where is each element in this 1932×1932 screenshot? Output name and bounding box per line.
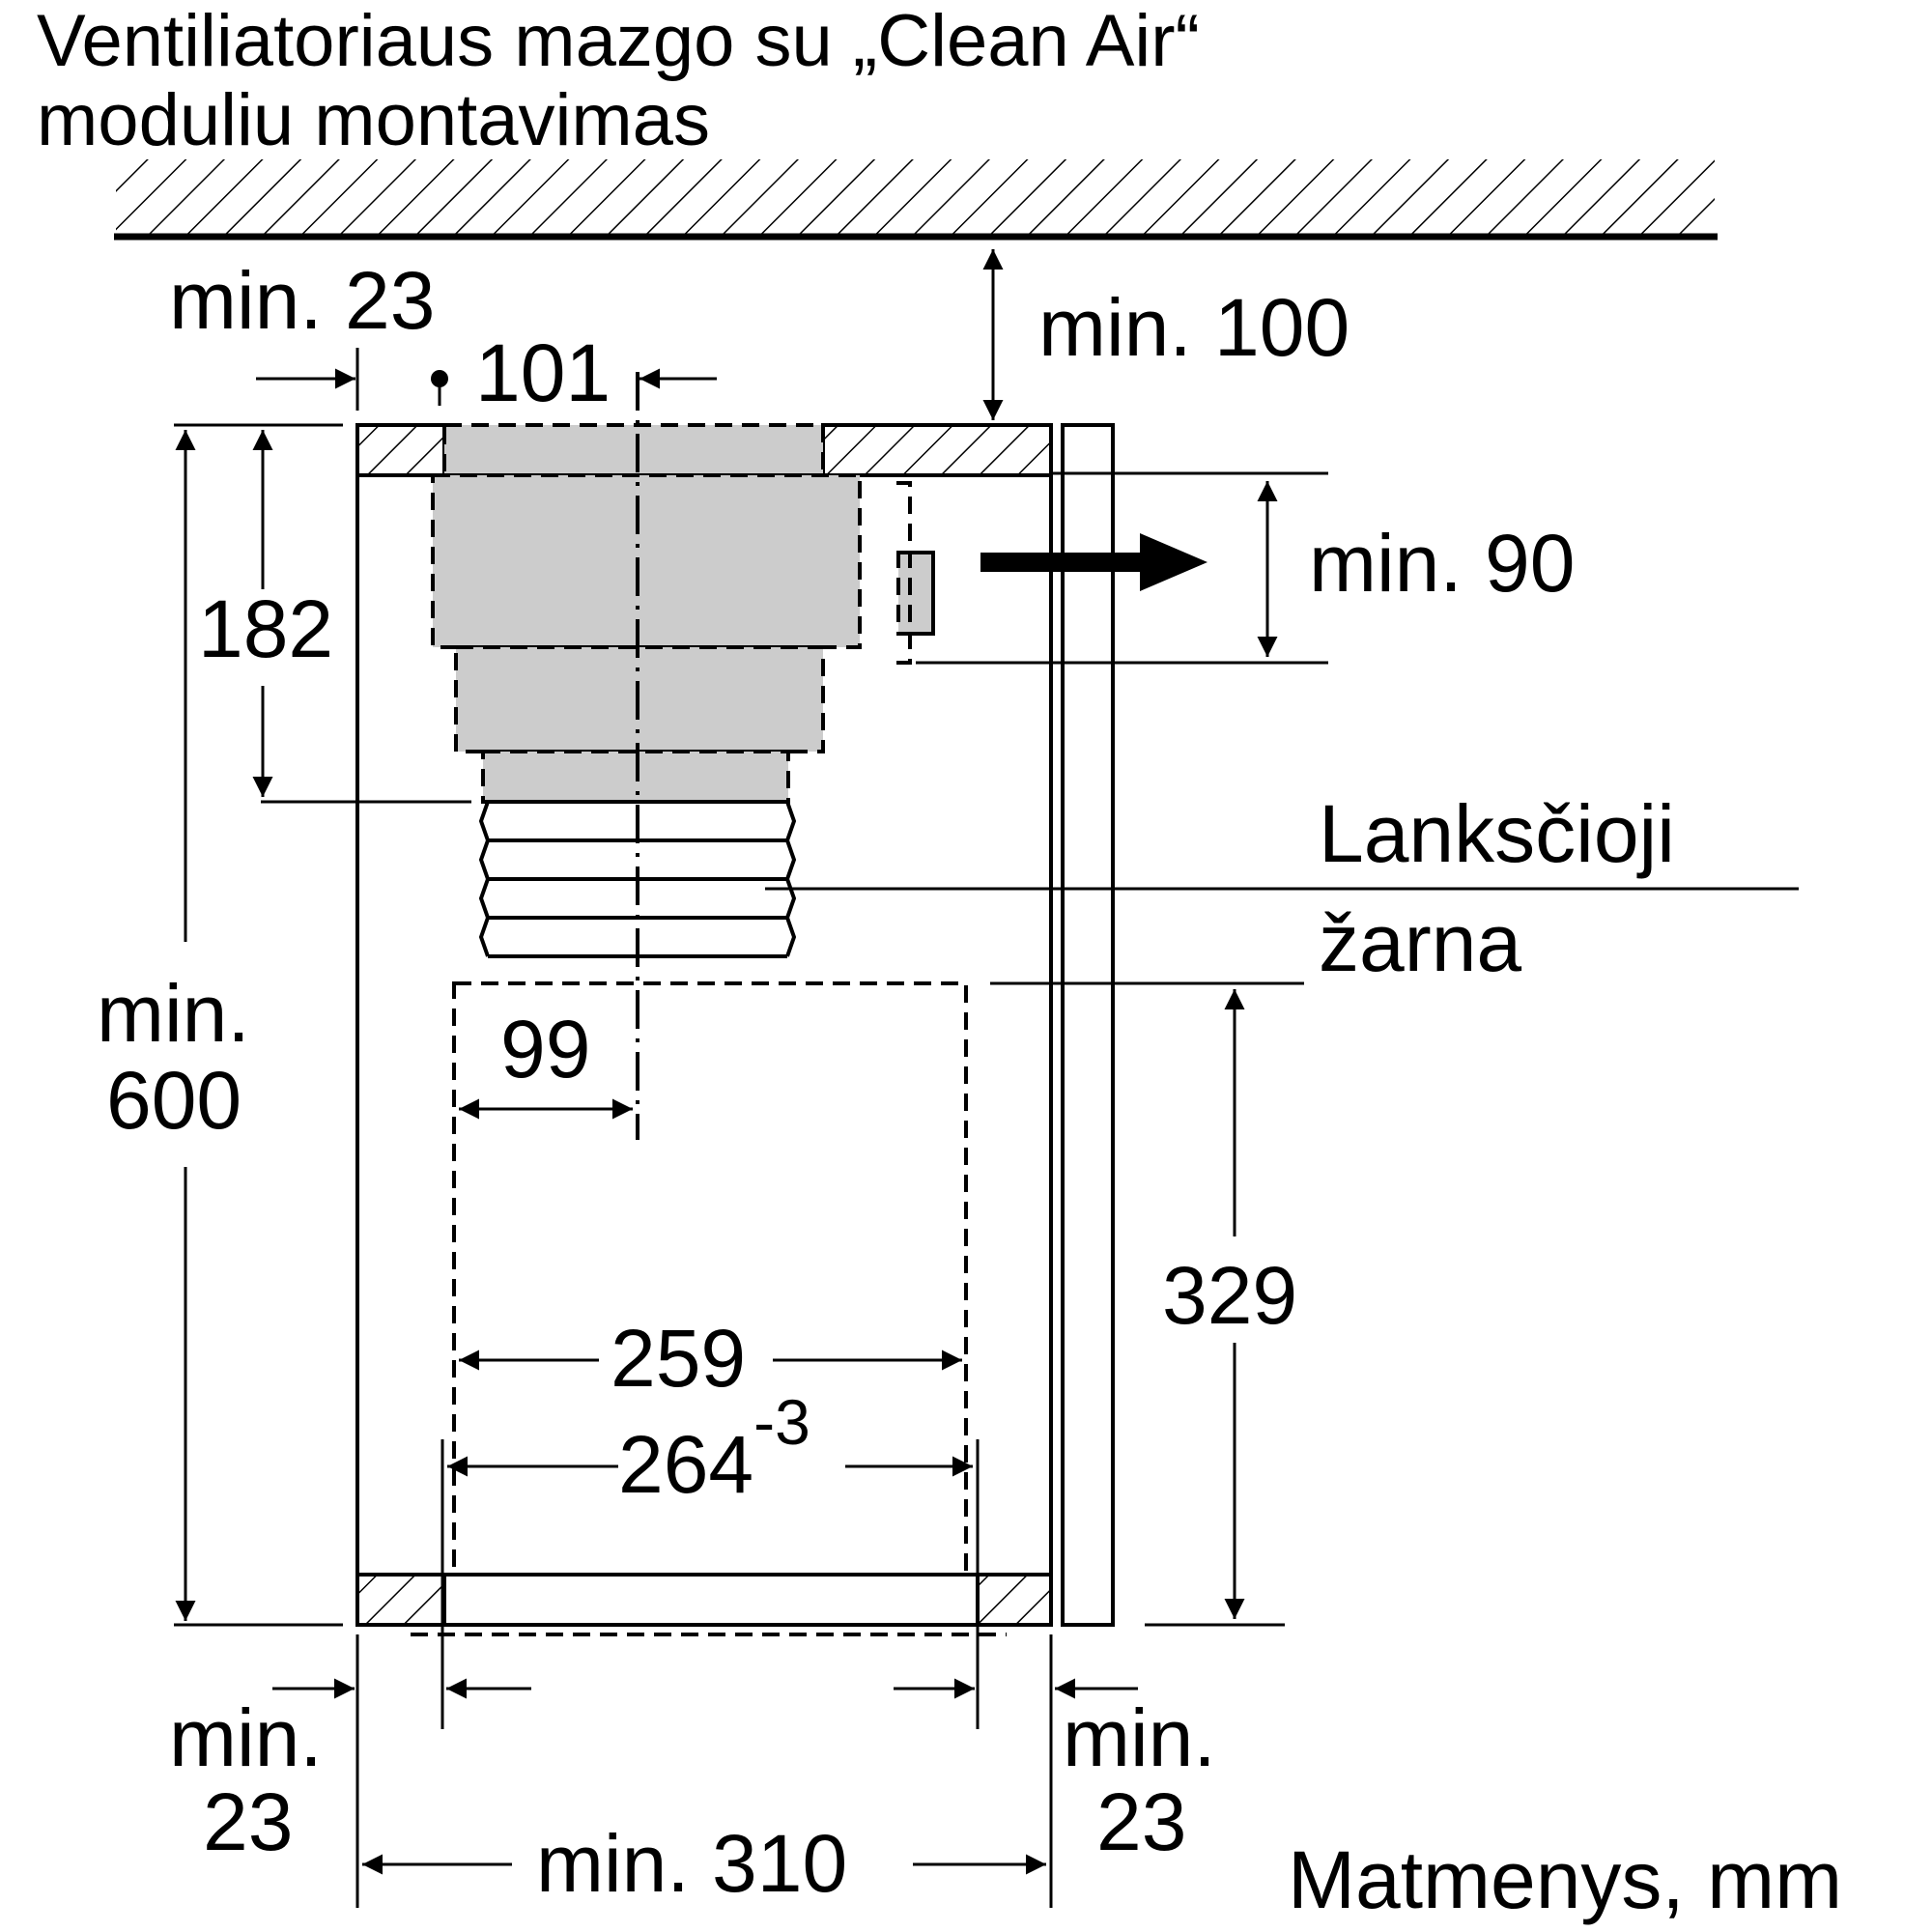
fan-housing	[431, 473, 862, 649]
dim-ceiling-gap: min. 100	[1038, 282, 1350, 373]
dim-total-width: min. 310	[536, 1818, 847, 1909]
label-flex-hose-line1: Lanksčioji	[1319, 788, 1675, 879]
dim-top-left-offset: min. 23	[169, 255, 435, 346]
dimension-arrows	[175, 249, 1278, 1875]
cabinet-top-left-panel	[355, 423, 446, 477]
cabinet-door	[1061, 423, 1115, 1627]
fan-unit	[431, 423, 935, 804]
label-units: Matmenys, mm	[1288, 1834, 1842, 1925]
cabinet-bottom-left-panel	[355, 1573, 446, 1627]
dim-bottom-left-line2: 23	[203, 1776, 293, 1867]
dim-bottom-left-line1: min.	[169, 1692, 323, 1783]
airflow-arrow-icon	[980, 533, 1208, 591]
dim-bottom-right-line1: min.	[1063, 1692, 1216, 1783]
dim-total-height-line1: min.	[97, 968, 250, 1059]
extension-lines	[174, 348, 1799, 1908]
dim-cutout-width: 264-3	[618, 1386, 810, 1510]
dim-bottom-right-line2: 23	[1096, 1776, 1186, 1867]
title-line-2: moduliu montavimas	[37, 79, 710, 161]
clean-air-module	[452, 981, 968, 1577]
fan-top-flange	[442, 423, 825, 477]
cabinet-top-right-panel	[821, 423, 1053, 477]
cabinet-bottom-right-panel	[976, 1573, 1053, 1627]
dim-total-height-line2: 600	[106, 1055, 242, 1146]
dim-axis-offset: 101	[475, 327, 611, 418]
fan-outlet-frame	[896, 481, 935, 665]
fan-outlet-stub	[896, 551, 935, 636]
ceiling	[114, 159, 1718, 241]
title-line-1: Ventiliatoriaus mazgo su „Clean Air“	[37, 0, 1200, 82]
dim-lower-height: 329	[1162, 1250, 1297, 1341]
dim-half-width: 99	[500, 1004, 590, 1094]
dim-inner-width: 259	[611, 1313, 746, 1404]
cabinet	[355, 423, 1115, 1627]
dim-outlet-height: min. 90	[1309, 518, 1575, 609]
label-flex-hose-line2: žarna	[1319, 897, 1521, 988]
dim-unit-height: 182	[198, 583, 333, 674]
